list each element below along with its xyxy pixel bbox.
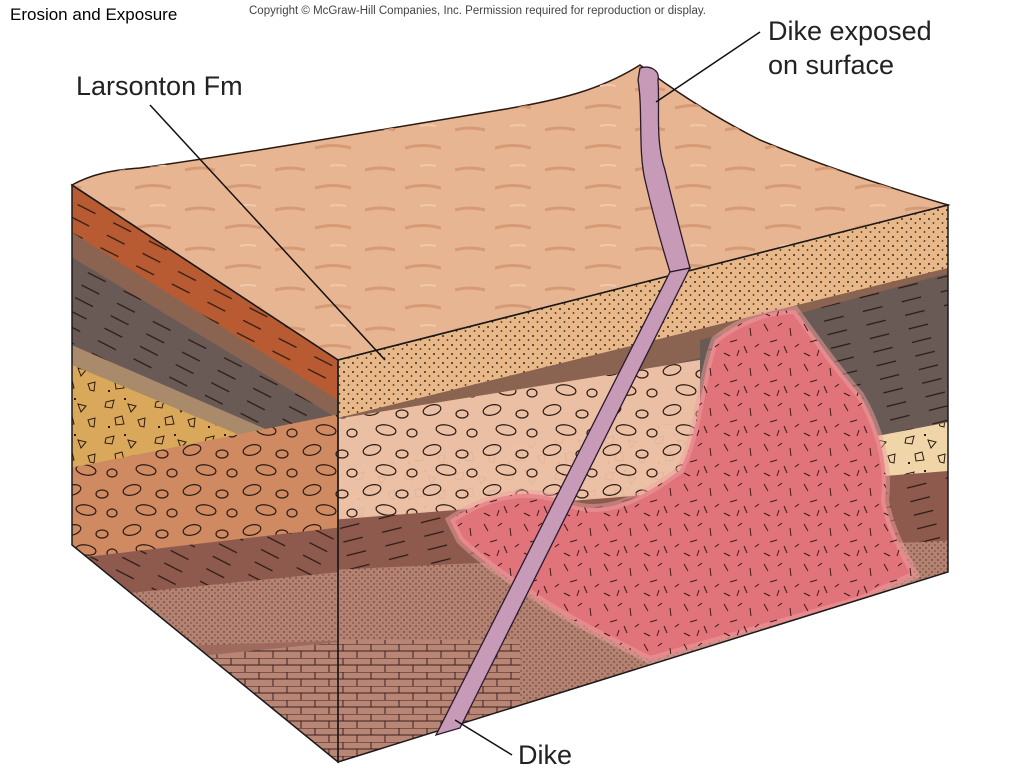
dike-surface-trace [637,66,691,273]
dike-label: Dike [518,740,572,768]
copyright-notice: Copyright © McGraw-Hill Companies, Inc. … [249,5,706,17]
slide-title: Erosion and Exposure [10,5,178,24]
dike-body [434,267,692,737]
dike-exposed-label-line1: Dike exposed [768,16,932,46]
dike-exposed-leader [655,31,761,103]
formation-leader [149,104,386,361]
formation-label: Larsonton Fm [76,71,243,101]
dike-exposed-label-line2: on surface [768,50,894,80]
dike-leader [454,719,513,756]
